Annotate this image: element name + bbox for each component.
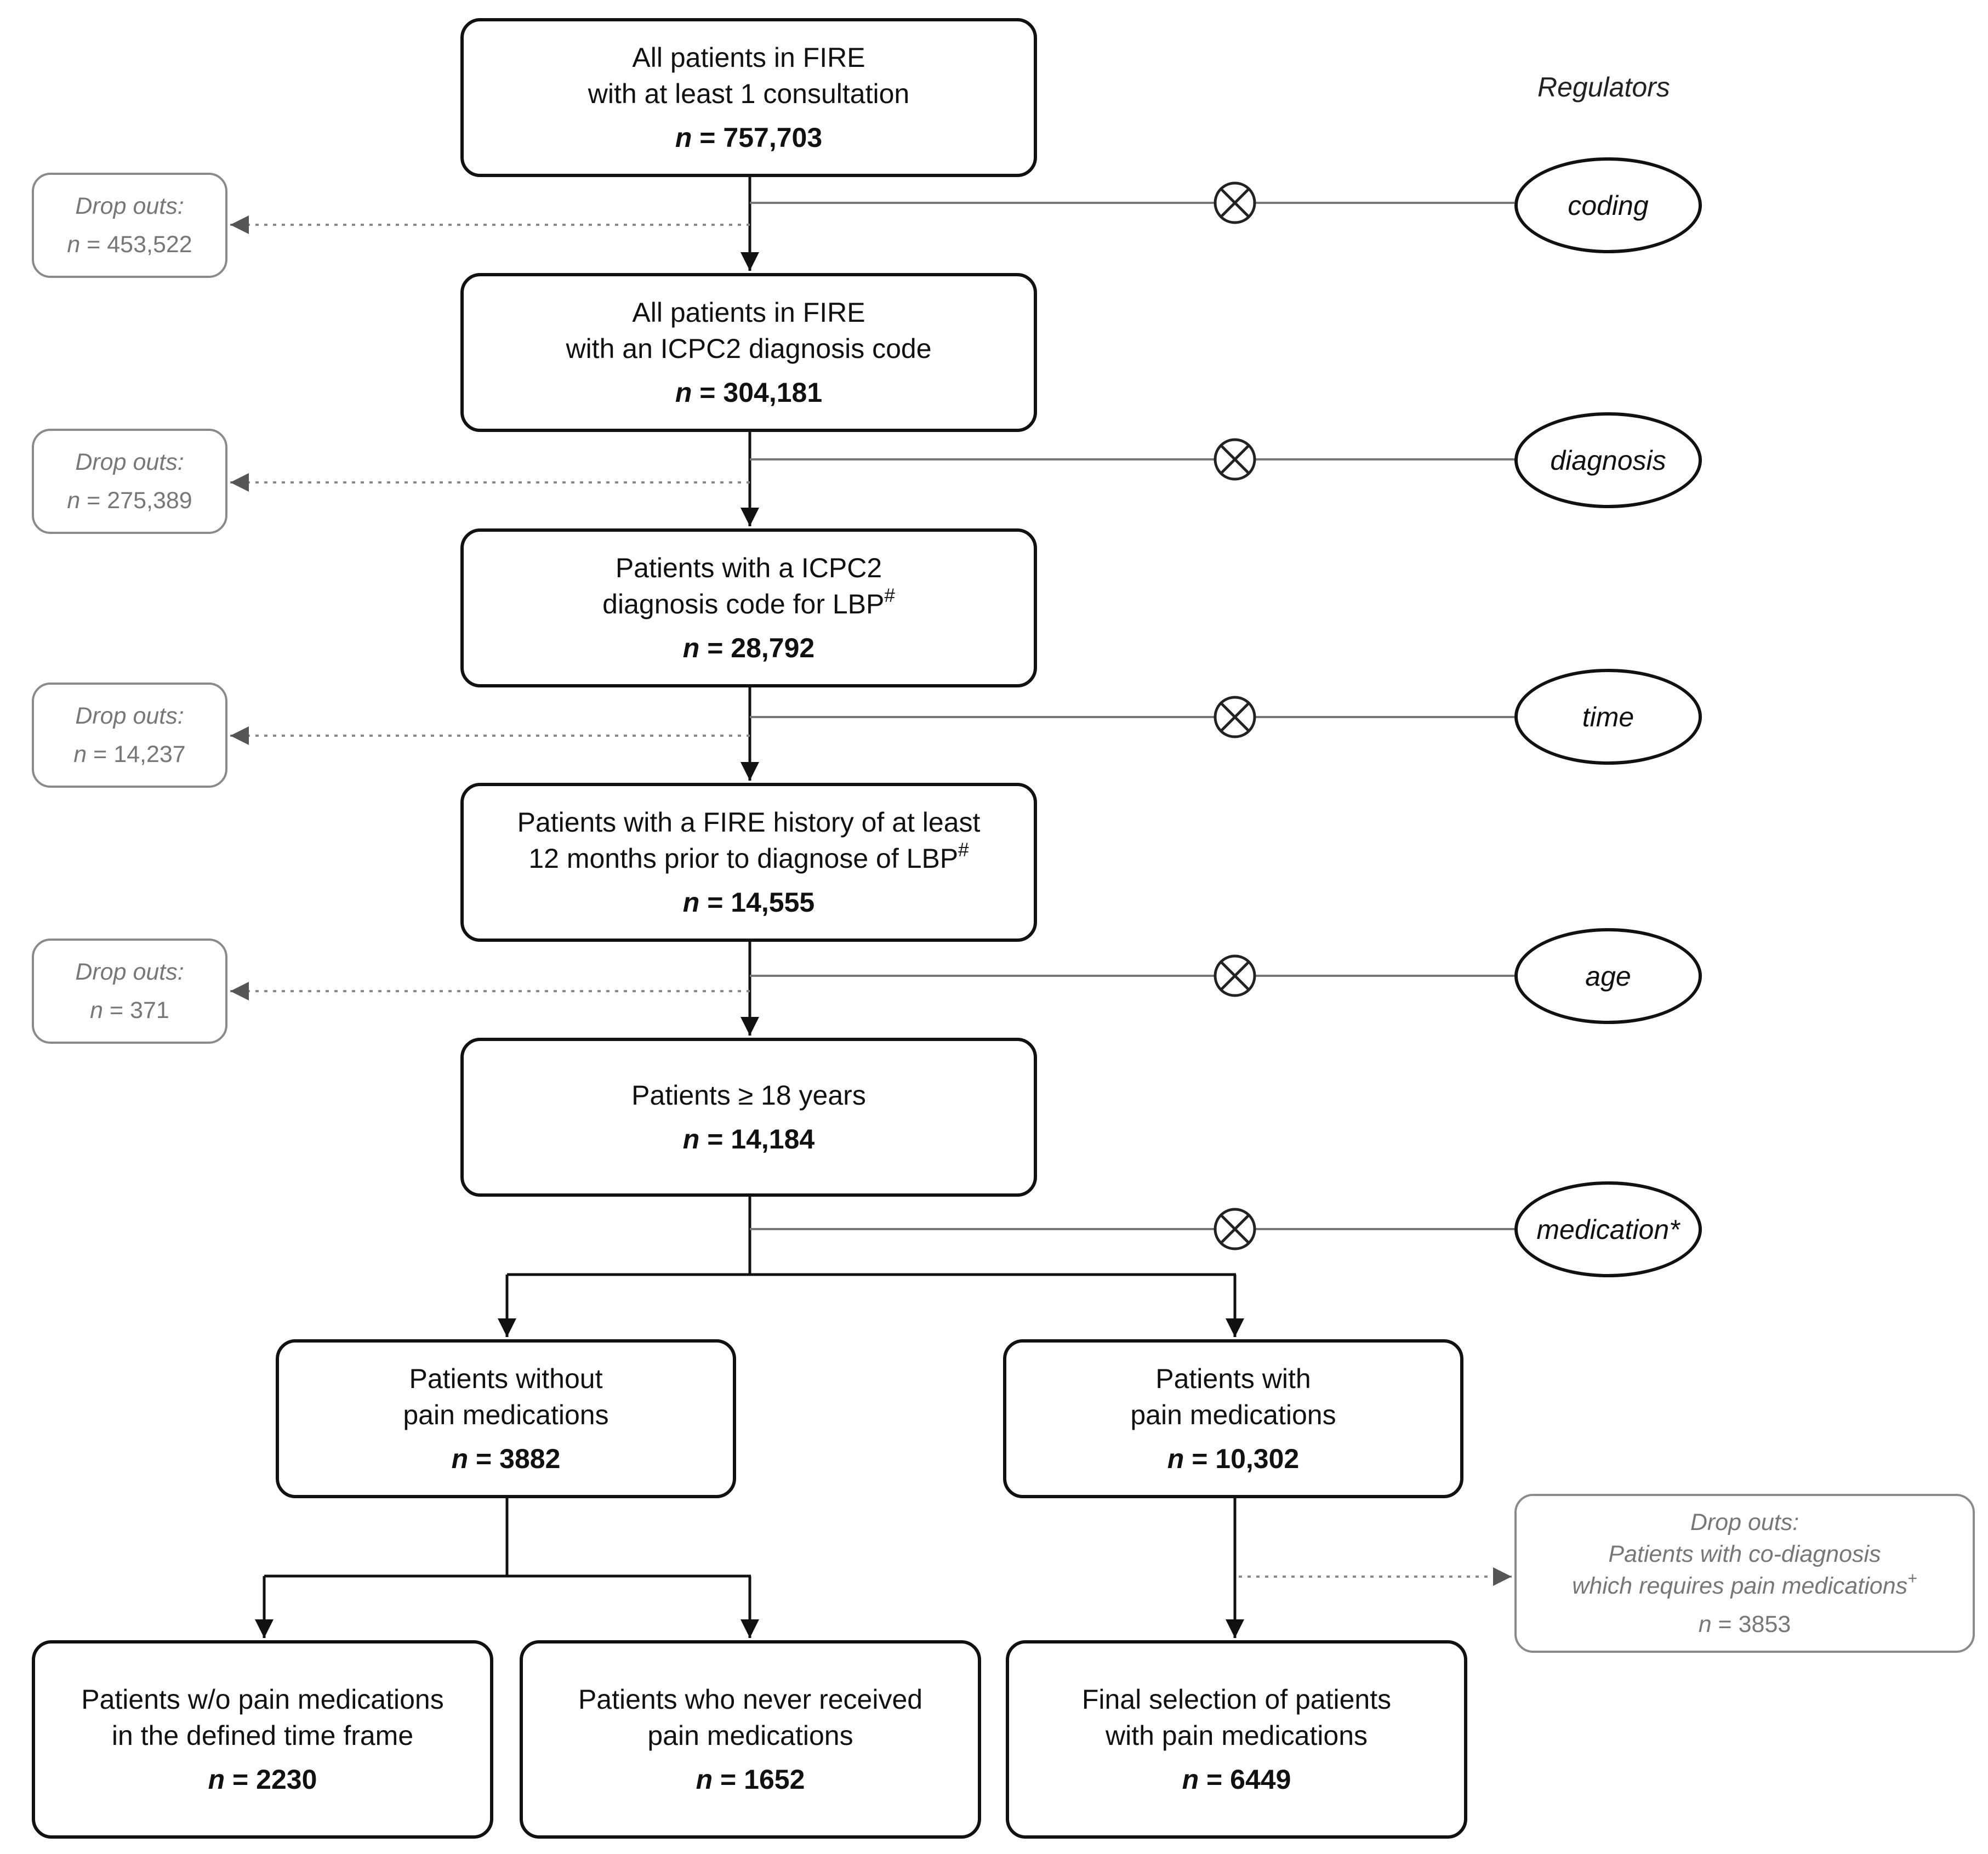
gate-x-icon [1214, 181, 1256, 224]
regulator-medication: medication* [1514, 1181, 1702, 1277]
step-all-patients: All patients in FIRE with at least 1 con… [460, 18, 1037, 177]
step-lbp-diagnosis: Patients with a ICPC2 diagnosis code for… [460, 528, 1037, 687]
patient-count: n = 6449 [1182, 1764, 1291, 1795]
box-line: Patients with a ICPC2 [615, 553, 882, 583]
dropout-heading: Drop outs: [1690, 1509, 1799, 1535]
gate-x-icon [1214, 438, 1256, 481]
regulator-age: age [1514, 928, 1702, 1024]
box-line: with at least 1 consultation [588, 78, 910, 109]
box-line: pain medications [647, 1720, 853, 1751]
box-line: All patients in FIRE [632, 297, 865, 328]
patient-count: n = 3882 [451, 1443, 561, 1474]
box-line: diagnosis code for LBP# [602, 585, 895, 619]
dropout-count: n = 14,237 [73, 741, 186, 767]
box-line: Patients with [1155, 1363, 1311, 1394]
patient-count: n = 1652 [696, 1764, 805, 1795]
dropout-heading: Drop outs: [75, 193, 184, 219]
dropout-co-diagnosis: Drop outs: Patients with co-diagnosis wh… [1514, 1494, 1975, 1653]
dropout-count: n = 275,389 [67, 487, 192, 514]
step-adults: Patients ≥ 18 years n = 14,184 [460, 1038, 1037, 1197]
box-line: Patients w/o pain medications [81, 1684, 444, 1715]
dropout-count: n = 453,522 [67, 231, 192, 258]
gate-x-icon [1214, 1208, 1256, 1250]
box-line: Patients with a FIRE history of at least [517, 807, 981, 838]
box-line: Final selection of patients [1081, 1684, 1392, 1715]
dropout-heading: Drop outs: [75, 703, 184, 729]
step-with-pain-medications: Patients with pain medications n = 10,30… [1003, 1339, 1463, 1498]
patient-count: n = 14,184 [682, 1124, 815, 1155]
regulator-time: time [1514, 669, 1702, 765]
dropout-heading: Drop outs: [75, 449, 184, 475]
step-final-selection: Final selection of patients with pain me… [1006, 1640, 1467, 1839]
patient-count: n = 10,302 [1167, 1443, 1300, 1474]
step-no-meds-in-time-frame: Patients w/o pain medications in the def… [32, 1640, 493, 1839]
gate-x-icon [1214, 696, 1256, 738]
box-line: pain medications [1130, 1400, 1336, 1430]
patient-count: n = 2230 [208, 1764, 317, 1795]
box-line: All patients in FIRE [632, 42, 865, 73]
box-line: pain medications [403, 1400, 609, 1430]
box-line: Patients without [409, 1363, 603, 1394]
patient-count: n = 304,181 [675, 377, 823, 408]
box-line: 12 months prior to diagnose of LBP# [528, 839, 969, 874]
patient-count: n = 28,792 [682, 633, 815, 663]
patient-count: n = 14,555 [682, 887, 815, 918]
regulator-diagnosis: diagnosis [1514, 412, 1702, 508]
regulators-title: Regulators [1537, 72, 1670, 103]
dropout-heading: Drop outs: [75, 959, 184, 985]
gate-x-icon [1214, 954, 1256, 997]
step-fire-history: Patients with a FIRE history of at least… [460, 783, 1037, 942]
step-icpc2-code: All patients in FIRE with an ICPC2 diagn… [460, 273, 1037, 432]
dropout-line: which requires pain medications+ [1572, 1569, 1917, 1599]
dropout-diagnosis: Drop outs: n = 275,389 [32, 429, 227, 534]
dropout-time: Drop outs: n = 14,237 [32, 683, 227, 788]
box-line: with pain medications [1105, 1720, 1368, 1751]
dropout-coding: Drop outs: n = 453,522 [32, 173, 227, 278]
dropout-age: Drop outs: n = 371 [32, 939, 227, 1044]
regulator-coding: coding [1514, 157, 1702, 253]
patient-count: n = 757,703 [675, 122, 823, 153]
box-line: in the defined time frame [111, 1720, 414, 1751]
box-line: with an ICPC2 diagnosis code [566, 333, 932, 364]
step-without-pain-medications: Patients without pain medications n = 38… [276, 1339, 736, 1498]
dropout-line: Patients with co-diagnosis [1608, 1541, 1881, 1567]
box-line: Patients who never received [578, 1684, 923, 1715]
box-line: Patients ≥ 18 years [631, 1080, 866, 1111]
dropout-count: n = 371 [90, 997, 169, 1023]
dropout-count: n = 3853 [1698, 1611, 1791, 1637]
step-never-received-meds: Patients who never received pain medicat… [520, 1640, 981, 1839]
